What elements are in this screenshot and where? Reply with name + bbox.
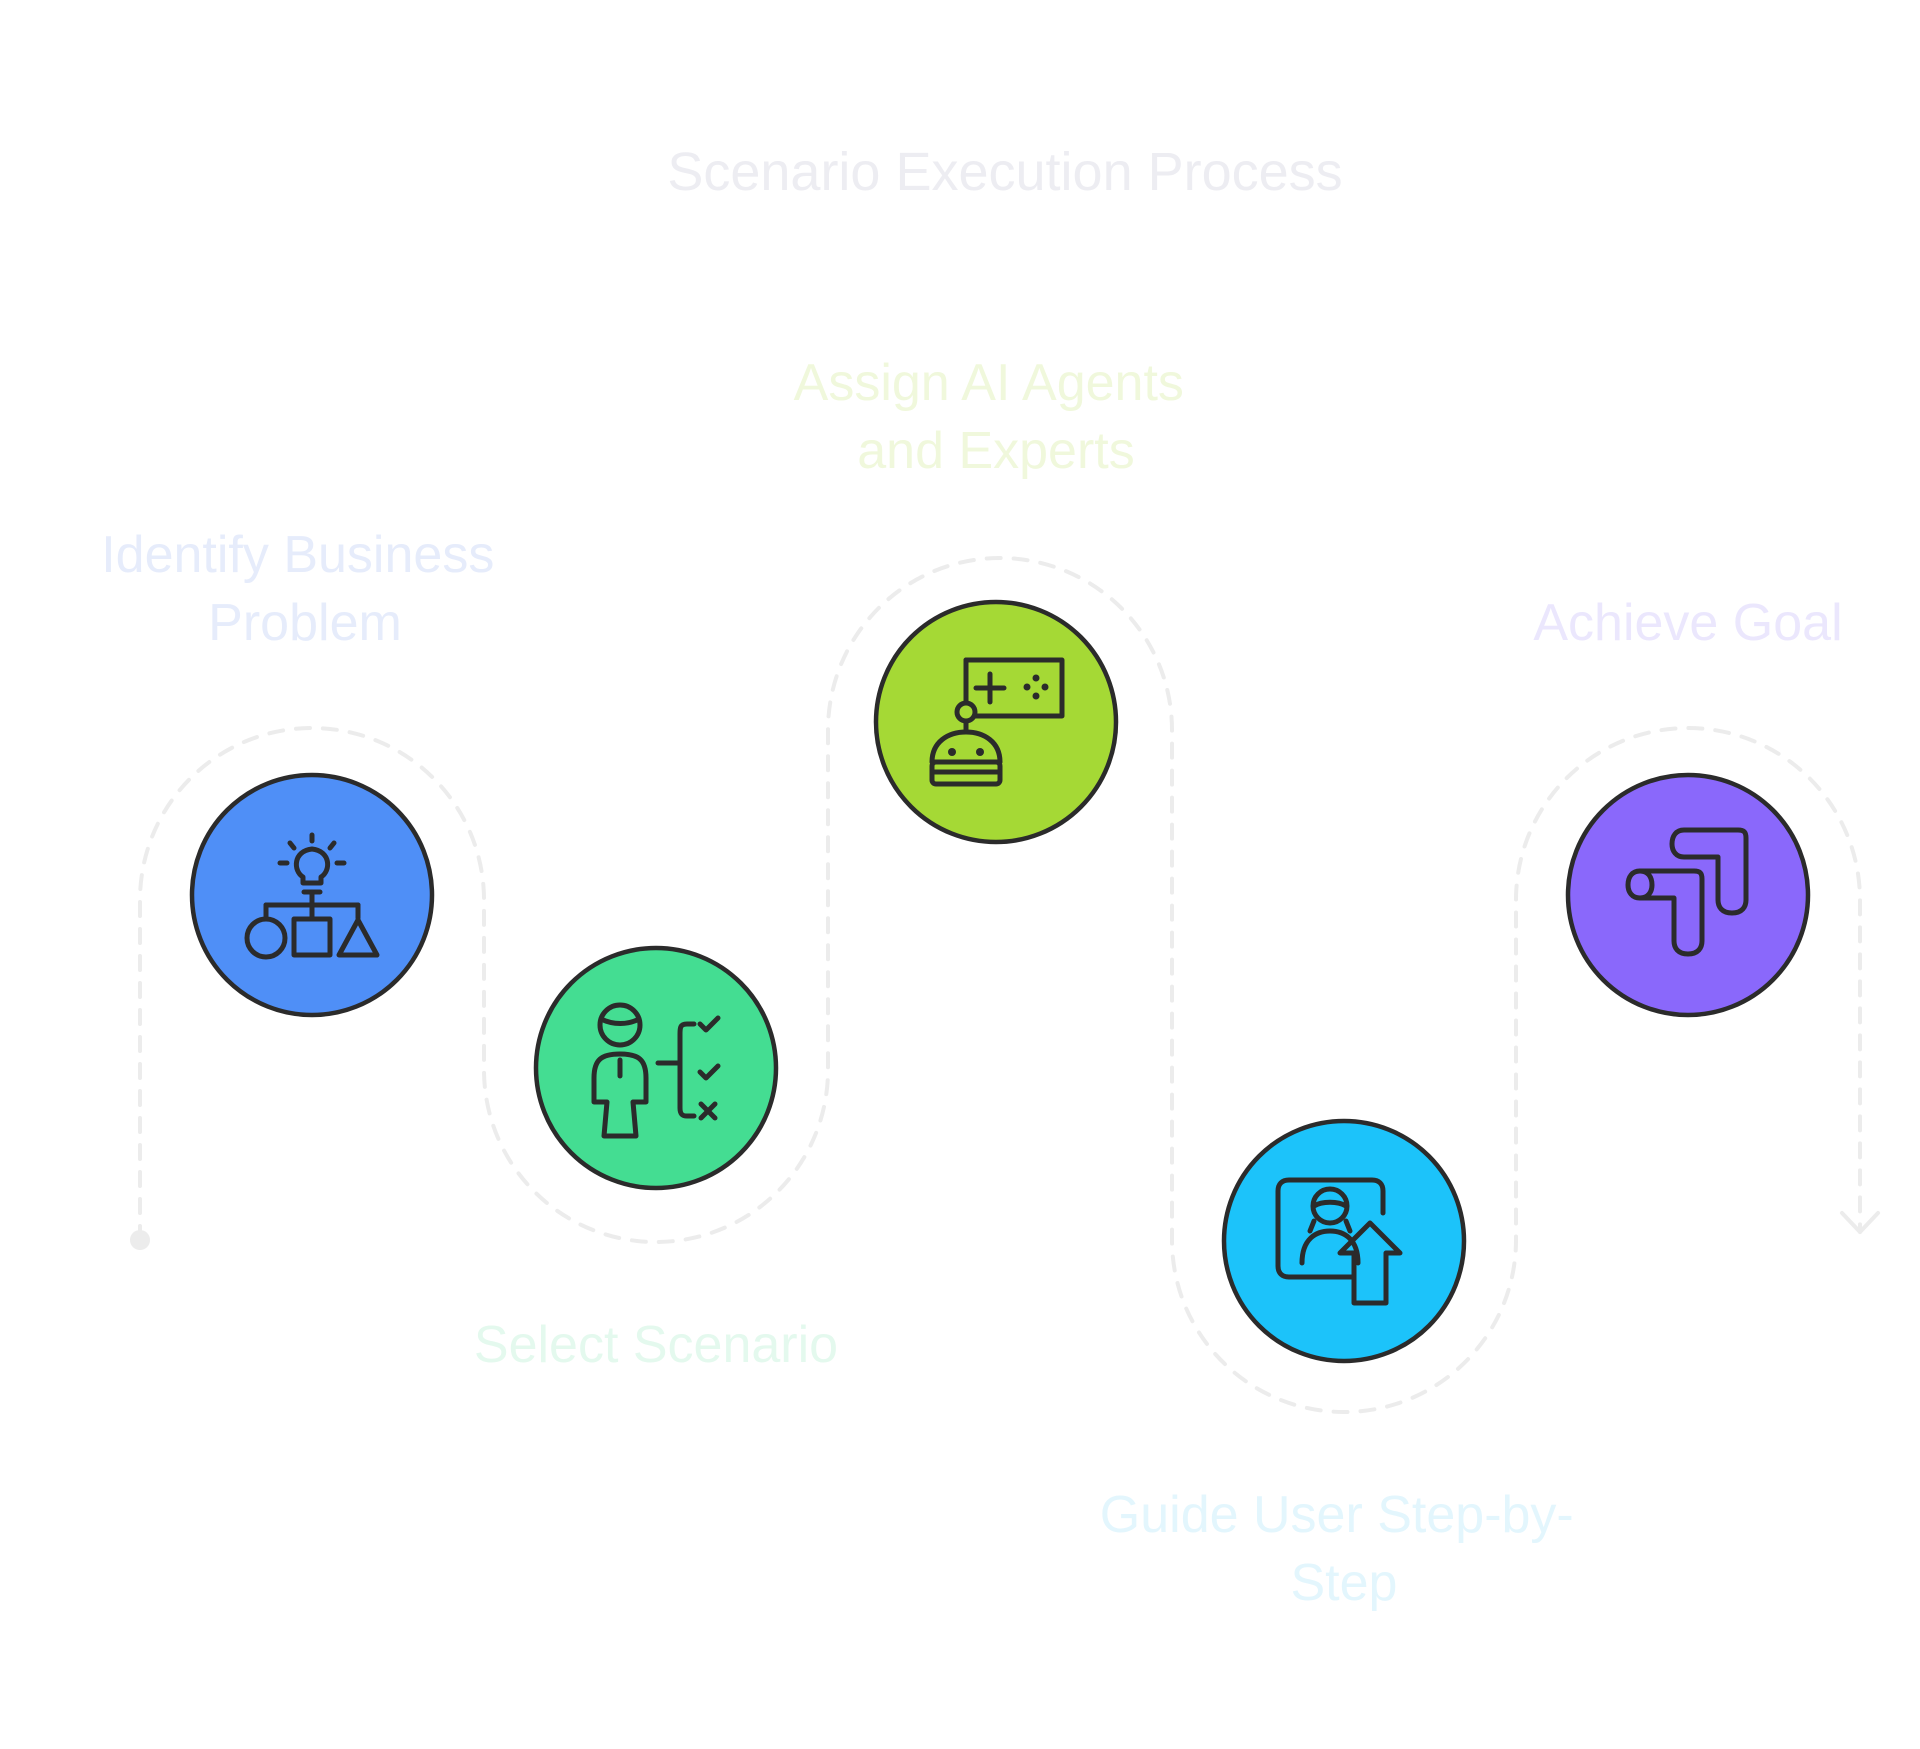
step-identify-business-problem: Identify Business Problem (101, 526, 509, 1018)
step-label-achieve: Achieve Goal (1533, 594, 1842, 652)
step-label-guide: Guide User Step-by- Step (1100, 1486, 1588, 1612)
step-circle-assign (873, 599, 1119, 845)
step-label-identify: Identify Business Problem (101, 526, 509, 652)
step-assign-ai-agents: Assign AI Agents and Experts (794, 354, 1199, 845)
step-achieve-goal: Achieve Goal (1533, 594, 1843, 1018)
route-arrows-icon (1625, 827, 1749, 957)
step-label-assign: Assign AI Agents and Experts (794, 354, 1199, 480)
step-circle-select (533, 945, 779, 1191)
diagram-title: Scenario Execution Process (667, 142, 1342, 202)
lightbulb-shapes-icon (244, 832, 380, 960)
path-end-arrow (1840, 1211, 1880, 1234)
path-start-dot (130, 1230, 150, 1250)
user-upload-icon (1275, 1177, 1403, 1306)
person-checklist-icon (591, 1002, 721, 1139)
step-label-select: Select Scenario (474, 1316, 838, 1374)
step-guide-user: Guide User Step-by- Step (1100, 1118, 1588, 1612)
step-circle-guide (1221, 1118, 1467, 1364)
connector-path (130, 556, 1880, 1414)
step-select-scenario: Select Scenario (474, 945, 838, 1374)
step-circle-achieve (1565, 772, 1811, 1018)
robot-gamepad-icon (929, 657, 1065, 787)
